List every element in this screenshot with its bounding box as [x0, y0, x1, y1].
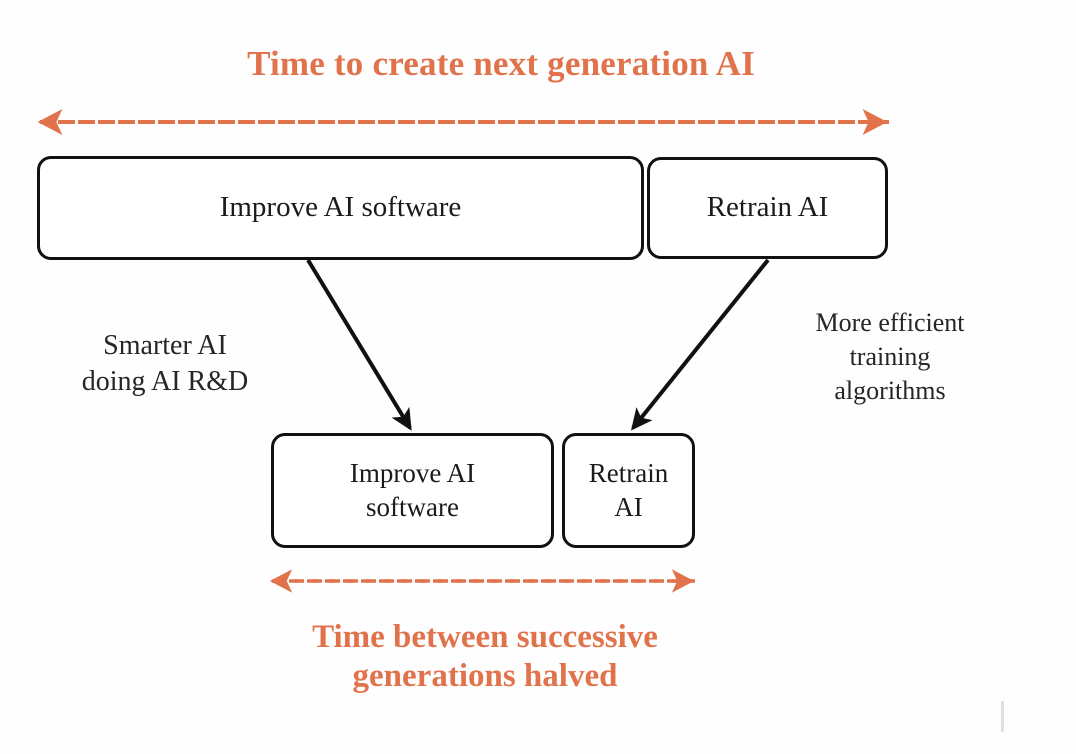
- node-bottom-retrain-ai[interactable]: Retrain AI: [562, 433, 695, 548]
- edge-label-right-line1: More efficient: [815, 308, 965, 337]
- node-top-retrain-ai[interactable]: Retrain AI: [647, 157, 888, 259]
- edge-label-right-line2: training: [849, 341, 931, 371]
- bottom-caption-line1: Time between successive: [312, 619, 658, 655]
- bottom-caption-line2: generations halved: [352, 657, 618, 694]
- bottom-caption: Time between successive generations halv…: [180, 618, 790, 696]
- edge-label-left-line2: doing AI R&D: [81, 366, 249, 398]
- node-bottom-retrain-ai-label: Retrain AI: [565, 436, 692, 545]
- node-bottom-improve-ai-software[interactable]: Improve AI software: [271, 433, 554, 548]
- edge-label-left-line1: Smarter AI: [103, 330, 227, 361]
- node-top-improve-ai-software-label: Improve AI software: [219, 191, 462, 224]
- top-title: Time to create next generation AI: [247, 44, 755, 83]
- node-top-retrain-ai-label: Retrain AI: [706, 191, 829, 224]
- text-caret: [1001, 701, 1004, 732]
- edge-label-right-line3: algorithms: [834, 375, 946, 405]
- node-bottom-improve-line1: Improve AI: [349, 458, 476, 489]
- flow-arrow-left: [306, 258, 412, 431]
- node-bottom-improve-line2: software: [366, 491, 459, 522]
- node-bottom-retrain-line1: Retrain: [588, 458, 669, 489]
- node-bottom-improve-ai-software-label: Improve AI software: [274, 436, 551, 545]
- node-top-improve-ai-software[interactable]: Improve AI software: [37, 156, 644, 260]
- edge-label-left: Smarter AI doing AI R&D: [30, 328, 300, 401]
- flow-arrow-right: [630, 258, 770, 431]
- node-bottom-retrain-line2: AI: [614, 491, 643, 522]
- edge-label-right: More efficient training algorithms: [770, 306, 1010, 407]
